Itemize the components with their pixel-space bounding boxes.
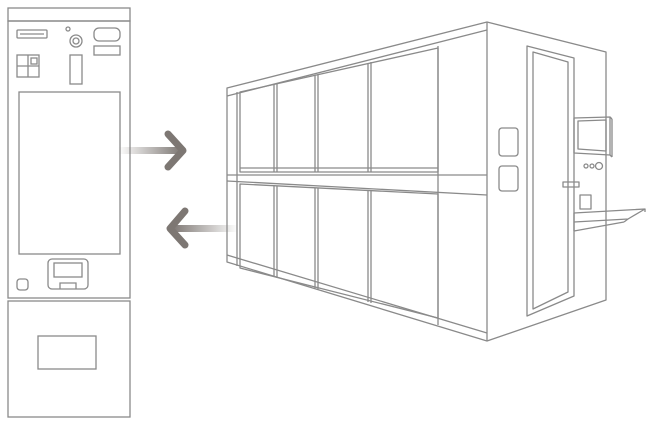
control-button-2 bbox=[589, 163, 595, 169]
side-scanner bbox=[579, 194, 592, 210]
upper-panes bbox=[240, 62, 438, 172]
kiosk-screen bbox=[18, 91, 121, 255]
upper-window-band bbox=[239, 47, 439, 173]
storage-unit bbox=[226, 21, 646, 342]
storage-outline bbox=[226, 21, 607, 342]
side-tray bbox=[573, 208, 646, 232]
lower-window-band bbox=[239, 183, 439, 319]
control-monitor bbox=[573, 116, 613, 158]
lower-panes bbox=[273, 186, 372, 303]
camera-dot bbox=[65, 26, 71, 32]
kiosk-top-cap bbox=[7, 7, 131, 22]
side-access-panel-top bbox=[498, 127, 519, 157]
vertical-slot bbox=[69, 54, 83, 85]
arrow-right bbox=[118, 130, 187, 171]
reader-label bbox=[93, 45, 121, 56]
receipt-printer bbox=[47, 258, 89, 290]
control-button-1 bbox=[583, 163, 589, 169]
side-door bbox=[526, 45, 575, 317]
door-handle bbox=[562, 181, 580, 188]
kiosk-upper-body bbox=[7, 20, 131, 299]
lower-cabinet-panel bbox=[37, 335, 97, 370]
small-button bbox=[16, 278, 29, 291]
control-button-3 bbox=[594, 161, 604, 171]
arrow-left bbox=[166, 207, 238, 249]
reader-slot bbox=[93, 27, 121, 42]
sensor-outer bbox=[69, 34, 83, 48]
card-slot bbox=[16, 29, 48, 39]
side-access-panel-bottom bbox=[498, 165, 519, 192]
kiosk-lower-cabinet bbox=[7, 300, 131, 418]
scanner-icon bbox=[16, 54, 40, 78]
kiosk-terminal bbox=[7, 7, 131, 418]
sensor-inner bbox=[72, 37, 80, 45]
